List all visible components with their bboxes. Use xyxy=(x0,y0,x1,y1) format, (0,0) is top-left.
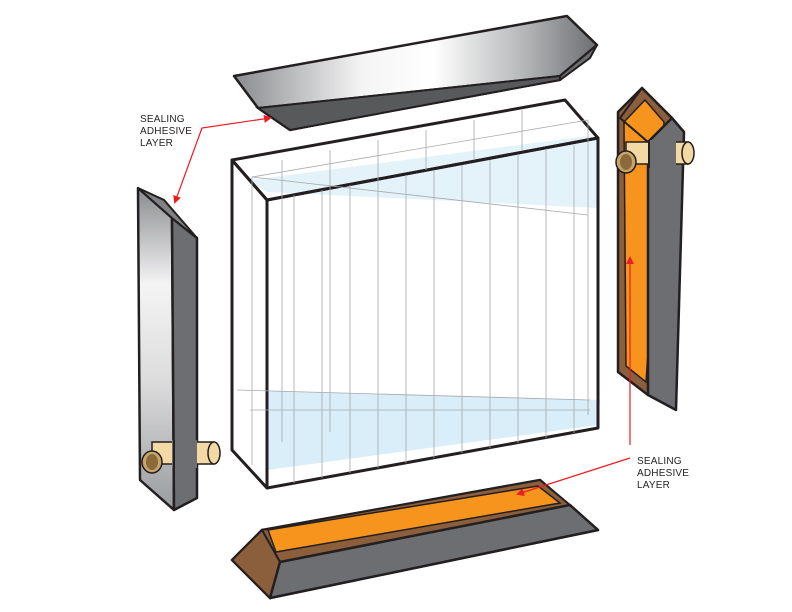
glass-panel xyxy=(230,98,600,490)
label-left-line-2: ADHESIVE xyxy=(140,126,193,137)
left-channel-overlap xyxy=(172,440,197,468)
label-left-line-3: LAYER xyxy=(140,138,174,149)
bottom-adhesive-channel xyxy=(230,478,600,600)
label-right-line-1: SEALING xyxy=(637,456,682,467)
right-channel-overlap xyxy=(649,140,676,166)
left-label-arrows xyxy=(173,114,272,204)
left-steel-channel xyxy=(136,186,199,512)
right-adhesive-channel xyxy=(616,86,686,412)
glass-cell-lines xyxy=(236,110,591,483)
label-left-line-1: SEALING xyxy=(140,114,185,125)
label-right-line-3: LAYER xyxy=(637,480,671,491)
sealing-adhesive-label-right: SEALING ADHESIVE LAYER xyxy=(637,456,689,492)
right-label-arrows xyxy=(516,256,634,496)
top-steel-channel xyxy=(232,14,599,132)
label-right-line-2: ADHESIVE xyxy=(637,468,690,479)
sealing-adhesive-label-left: SEALING ADHESIVE LAYER xyxy=(140,114,192,150)
